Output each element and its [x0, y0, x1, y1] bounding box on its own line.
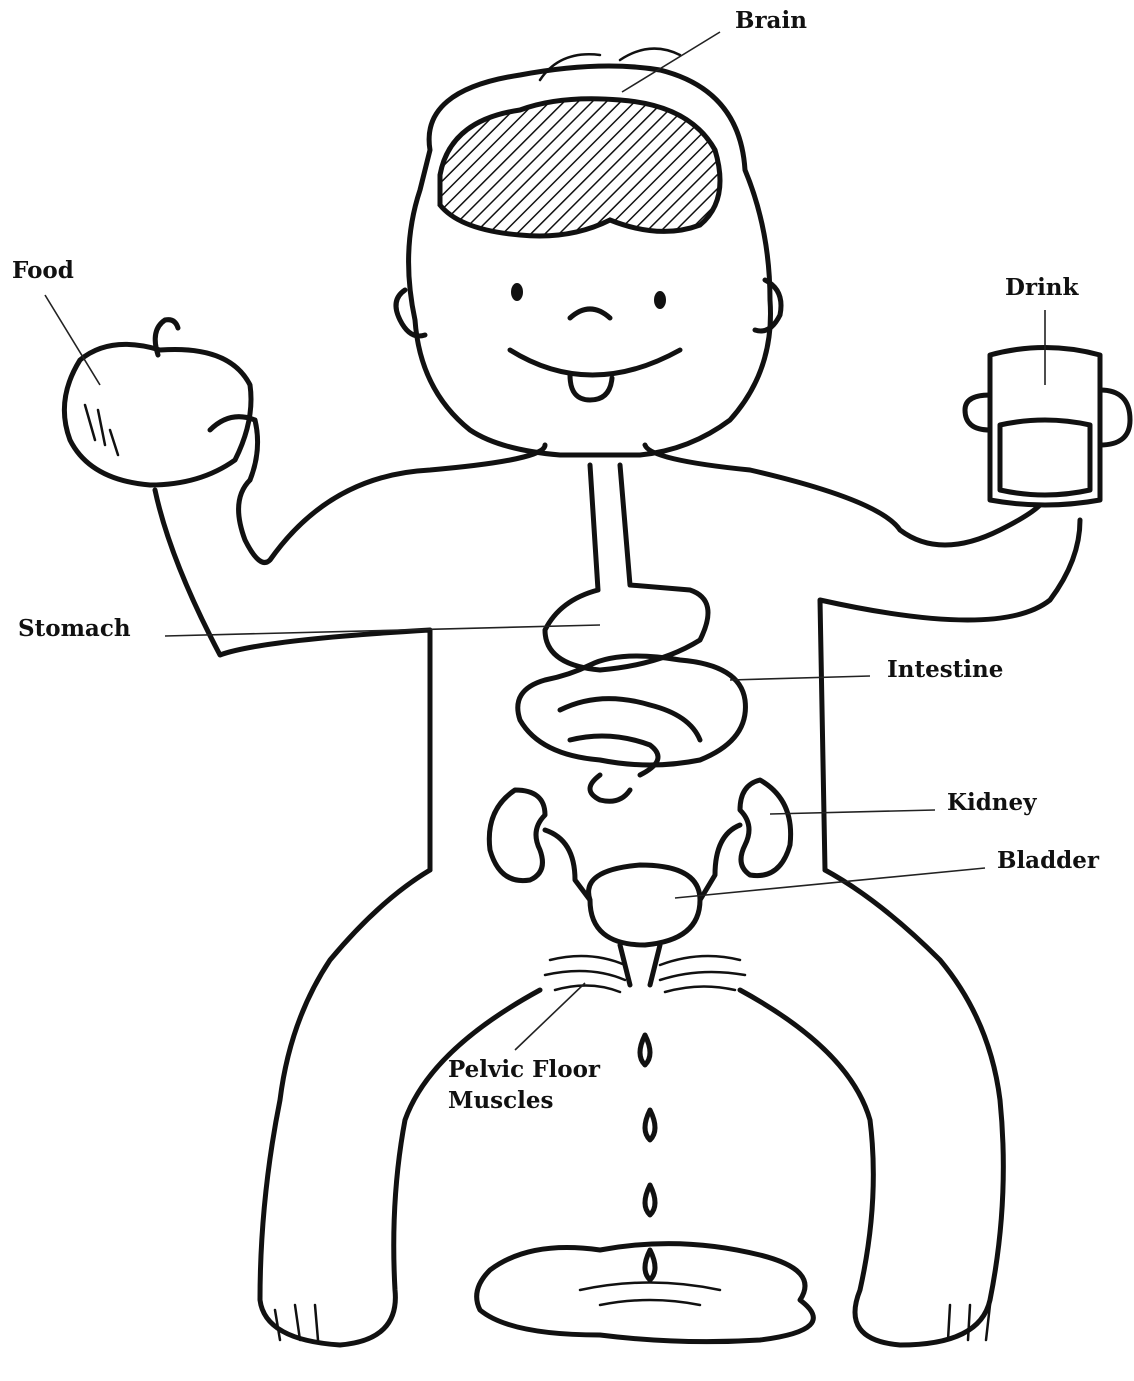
apple-icon	[64, 320, 257, 485]
label-stomach: Stomach	[18, 616, 131, 642]
label-intestine: Intestine	[887, 657, 1003, 683]
label-bladder: Bladder	[997, 848, 1099, 874]
kidney-organ	[489, 780, 790, 900]
label-food: Food	[12, 258, 74, 284]
label-drink: Drink	[1005, 275, 1078, 301]
intestine-organ	[518, 656, 746, 801]
face	[510, 283, 680, 400]
glass-icon	[965, 348, 1130, 506]
label-pelvic-floor-line2: Muscles	[448, 1088, 553, 1114]
label-brain: Brain	[735, 8, 807, 34]
leader-kidney	[770, 810, 935, 814]
legs	[260, 870, 1003, 1345]
leader-brain	[622, 32, 720, 92]
pelvic-floor-muscles	[545, 956, 745, 992]
leader-intestine	[730, 676, 870, 680]
label-pelvic-floor-line1: Pelvic Floor	[448, 1057, 600, 1083]
stomach-organ	[545, 465, 708, 670]
bladder-organ	[589, 865, 700, 985]
brain-organ	[440, 99, 720, 236]
leader-pelvic-floor	[515, 983, 585, 1050]
label-kidney: Kidney	[947, 790, 1037, 816]
